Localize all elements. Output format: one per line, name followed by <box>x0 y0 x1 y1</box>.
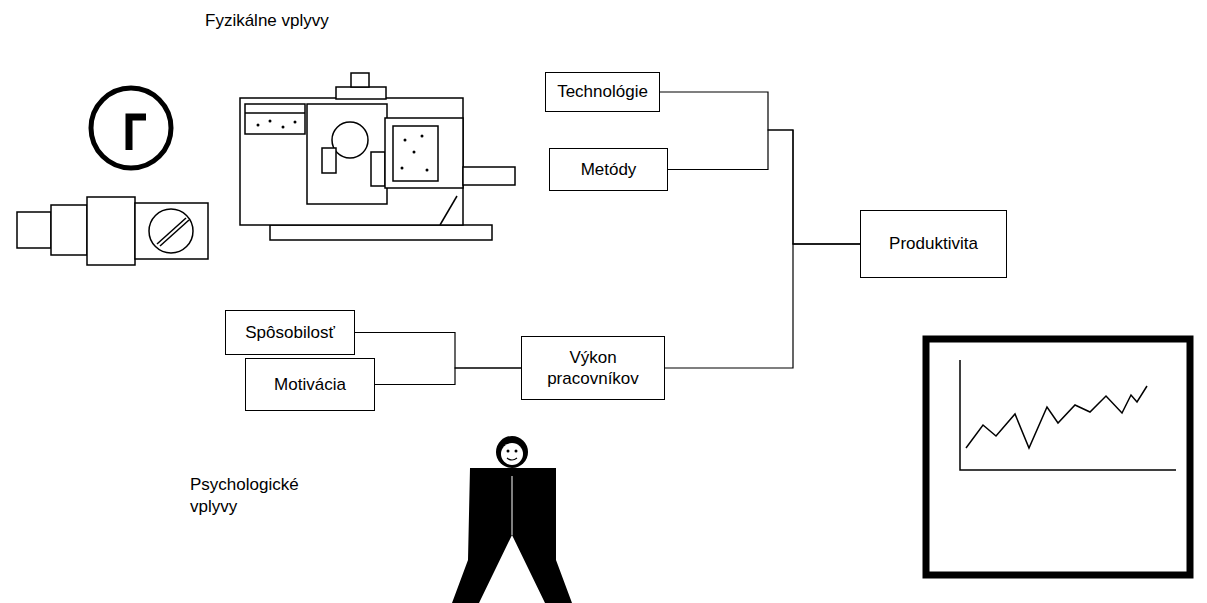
process-box: Technológie <box>545 72 660 112</box>
group-label: Psychologické vplyvy <box>190 474 340 518</box>
connector-line <box>375 368 521 385</box>
group-label: Fyzikálne vplyvy <box>205 10 405 32</box>
connector-line <box>665 244 860 368</box>
gauge-device <box>17 197 208 265</box>
connector-line <box>660 92 860 244</box>
box-text: Motivácia <box>274 374 346 395</box>
connector-line <box>355 333 521 369</box>
process-box: Metódy <box>549 148 668 191</box>
machine-tool <box>240 73 515 240</box>
person-figure <box>452 436 572 603</box>
result-box: Produktivita <box>860 210 1007 278</box>
connector-line <box>668 130 860 244</box>
factor-box: Spôsobilosť <box>225 310 355 355</box>
factor-box: Motivácia <box>245 358 375 411</box>
box-text: Výkon pracovníkov <box>532 347 654 390</box>
process-box: Výkon pracovníkov <box>521 336 665 400</box>
box-text: Metódy <box>581 159 637 180</box>
clock-icon <box>91 88 171 168</box>
box-text: Spôsobilosť <box>245 322 335 343</box>
box-text: Technológie <box>557 81 648 102</box>
chart-board <box>926 339 1190 575</box>
box-text: Produktivita <box>889 233 978 254</box>
